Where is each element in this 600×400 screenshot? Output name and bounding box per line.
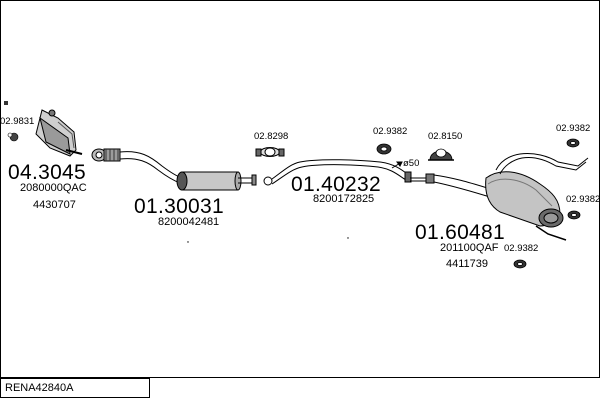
pipe-clamp-icon xyxy=(255,147,285,157)
middle-pipe-part-number: 01.40232 xyxy=(291,173,381,196)
label-clamp-middle: 02.8298 xyxy=(254,131,289,142)
catalyst-part-number: 04.3045 xyxy=(8,161,87,184)
front-silencer-oem: 8200042481 xyxy=(158,216,220,228)
catalyst-oem-2: 4430707 xyxy=(33,199,76,211)
flex-joint-part xyxy=(91,148,121,162)
rear-silencer-part xyxy=(485,171,567,241)
label-pipe-diameter: ø50 xyxy=(403,158,420,169)
rear-silencer-part-number: 01.60481 xyxy=(415,221,505,244)
middle-pipe-part xyxy=(271,159,428,185)
reference-box: RENA42840A xyxy=(0,378,150,398)
stray-dot xyxy=(347,237,349,239)
rear-bottom-hanger-icon xyxy=(513,259,527,269)
catalyst-oem-1: 2080000QAC xyxy=(20,182,87,194)
catalyst-clamp-icon xyxy=(7,132,19,142)
middle-pipe-oem: 8200172825 xyxy=(313,193,375,205)
label-hanger-2: 02.8150 xyxy=(428,131,463,142)
label-hanger-rear-bottom: 02.9382 xyxy=(504,243,539,254)
rubber-hanger-icon xyxy=(376,143,392,155)
front-silencer-part-number: 01.30031 xyxy=(134,195,224,218)
rear-silencer-oem-1: 201100QAF xyxy=(440,242,499,254)
label-clamp-catalyst: 02.9831 xyxy=(0,116,35,127)
rear-silencer-oem-2: 4411739 xyxy=(446,258,489,270)
tail-pipe-part xyxy=(495,153,589,175)
label-hanger-tail: 02.9382 xyxy=(556,123,591,134)
label-hanger-rear-right: 02.9382 xyxy=(566,194,600,205)
diameter-arrow-icon xyxy=(391,161,403,169)
rear-pipe-part xyxy=(425,173,495,198)
rear-right-hanger-icon xyxy=(567,210,581,220)
label-hanger-1: 02.9382 xyxy=(373,126,408,137)
front-silencer-part xyxy=(176,171,257,191)
tail-hanger-icon xyxy=(566,138,580,148)
hanger-bracket-icon xyxy=(428,148,454,161)
joint-clamp-icon xyxy=(263,176,273,186)
catalytic-converter-part xyxy=(35,109,83,157)
clamp-marker-icon xyxy=(4,101,8,105)
reference-code: RENA42840A xyxy=(5,382,74,394)
front-pipe-part xyxy=(119,151,183,184)
stray-dot xyxy=(187,241,189,243)
